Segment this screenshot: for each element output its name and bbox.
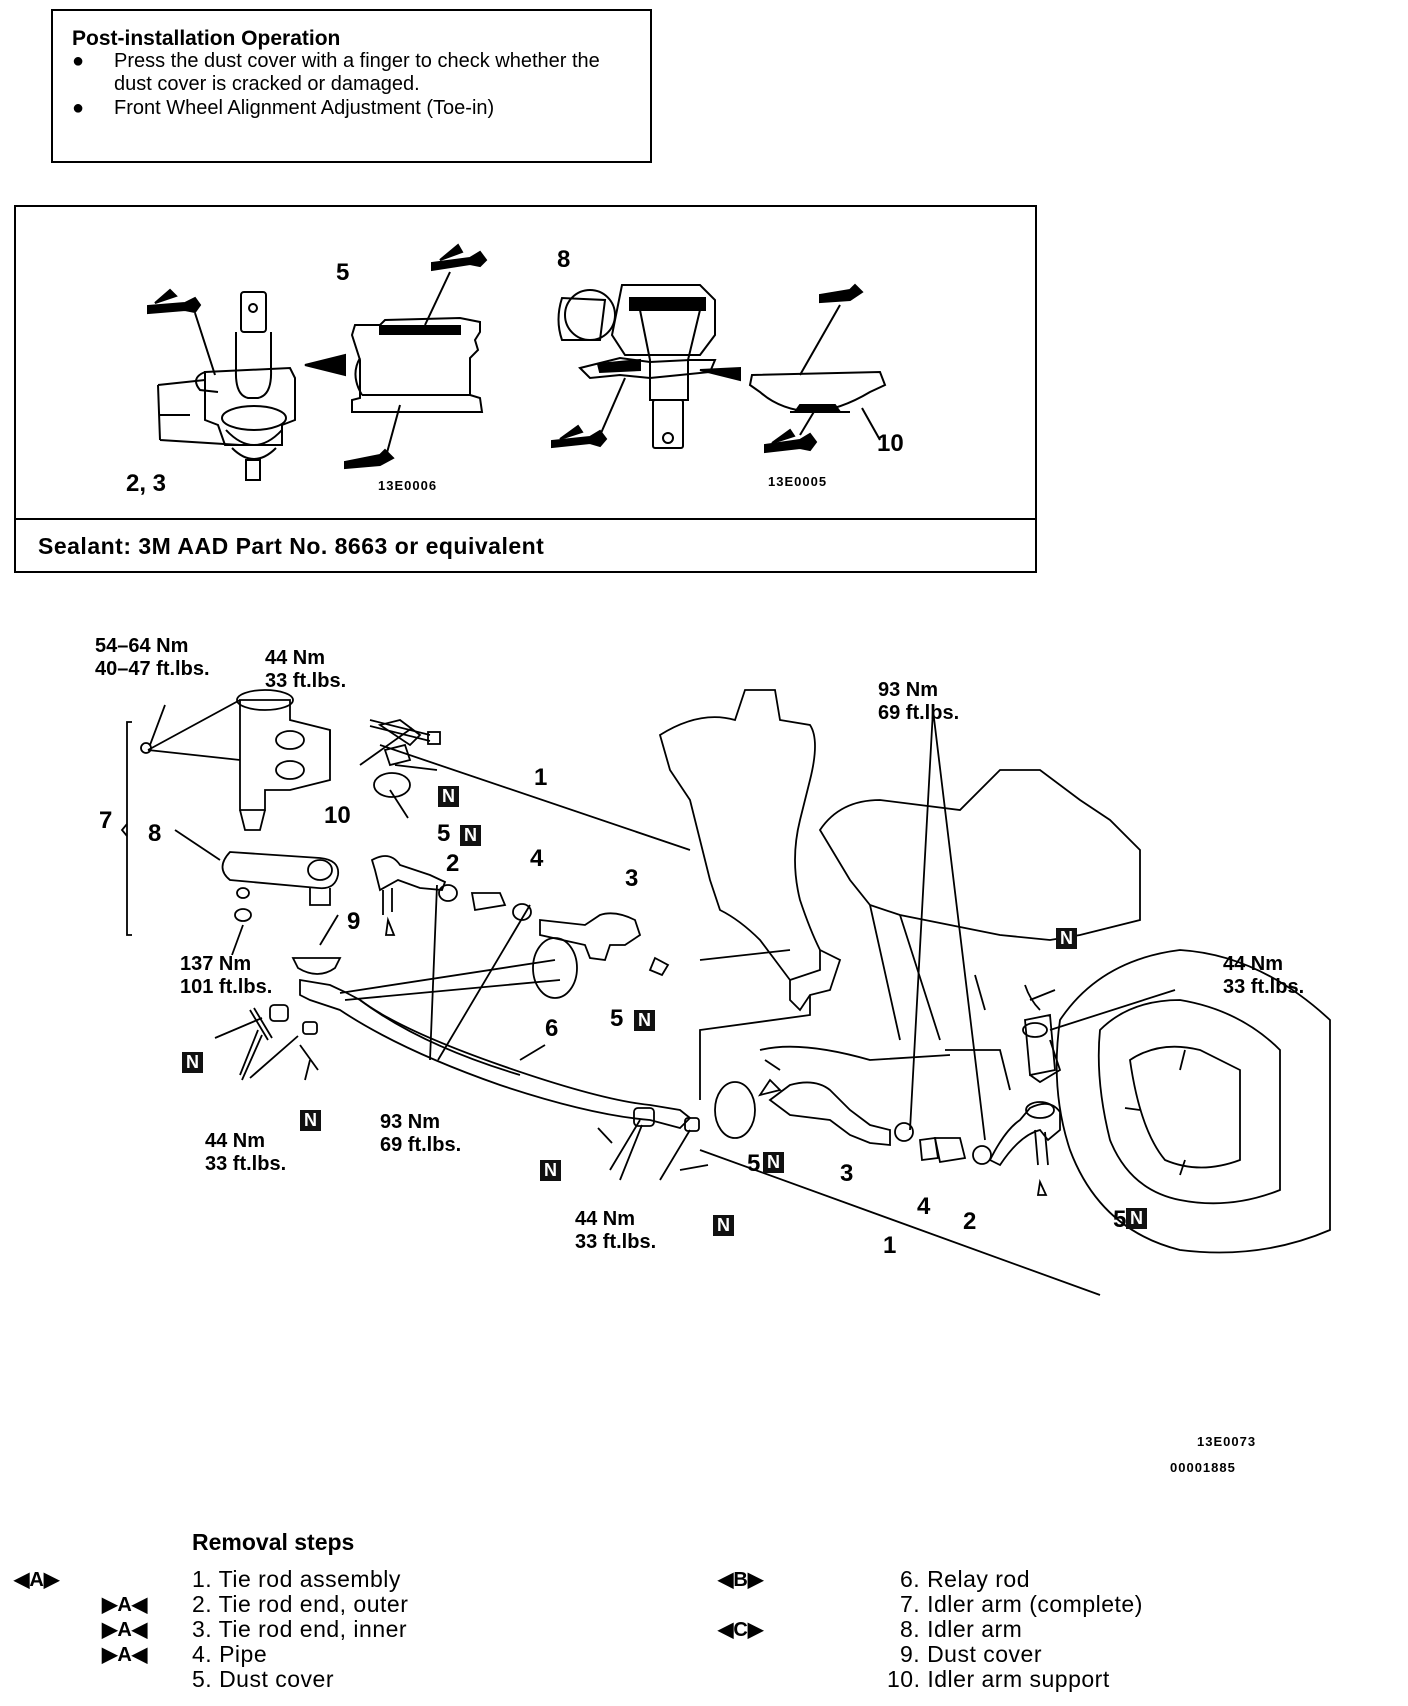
part-number-7: 7 (99, 807, 113, 834)
ball-joint-drawing (147, 288, 346, 481)
figure-code-right: 13E0005 (768, 474, 828, 489)
part-number-5-mid: 5 (610, 1005, 624, 1032)
removal-step-9: 9. Dust cover (900, 1641, 1042, 1667)
drawing-code-2: 00001885 (1170, 1460, 1236, 1475)
n-mark-icon: N (634, 1010, 655, 1031)
torque-label-93-right: 93 Nm 69 ft.lbs. (878, 679, 960, 724)
n-mark-icon: N (460, 825, 481, 846)
n-mark-icon: N (763, 1152, 784, 1173)
torque-label-93-mid: 93 Nm 69 ft.lbs. (380, 1111, 462, 1156)
post-installation-box: Post-installation Operation ● Press the … (51, 9, 652, 163)
part-number-1-upper: 1 (534, 764, 548, 791)
dust-cover-10-drawing (748, 283, 887, 454)
n-mark-icon: N (540, 1160, 561, 1181)
removal-step-10: 10. Idler arm support (887, 1666, 1110, 1692)
label-part-10: 10 (877, 430, 904, 457)
torque-label-44-top: 44 Nm 33 ft.lbs. (265, 647, 347, 692)
part-number-4-right: 4 (917, 1193, 931, 1220)
drawing-code-1: 13E0073 (1197, 1434, 1257, 1449)
n-mark-icon: N (182, 1052, 203, 1073)
n-mark-icon: N (438, 786, 459, 807)
marker-a-install: ▶A◀ (102, 1644, 148, 1666)
part-number-1-lower: 1 (883, 1232, 897, 1259)
torque-label-137: 137 Nm 101 ft.lbs. (180, 953, 273, 998)
part-number-10: 10 (324, 802, 351, 829)
marker-b-removal: ◀B▶ (718, 1569, 764, 1591)
part-number-8: 8 (148, 820, 162, 847)
steering-linkage-drawing (120, 689, 1331, 1296)
removal-step-8: 8. Idler arm (900, 1616, 1023, 1642)
sealant-figure-box: Sealant: 3M AAD Part No. 8663 or equival… (14, 205, 1037, 573)
part-number-5-top: 5 (437, 820, 451, 847)
sealant-divider (16, 518, 1035, 520)
removal-step-7: 7. Idler arm (complete) (900, 1591, 1143, 1617)
part-number-3-left: 3 (625, 865, 639, 892)
figure-code-left: 13E0006 (378, 478, 438, 493)
removal-step-2: 2. Tie rod end, outer (192, 1591, 409, 1617)
n-mark-icon: N (713, 1215, 734, 1236)
marker-a-removal: ◀A▶ (14, 1569, 60, 1591)
torque-label-44-left: 44 Nm 33 ft.lbs. (205, 1130, 287, 1175)
part-number-4-left: 4 (530, 845, 544, 872)
part-number-2-left: 2 (446, 850, 460, 877)
bullet-dot-icon: ● (72, 97, 85, 119)
marker-a-install: ▶A◀ (102, 1594, 148, 1616)
part-number-3-right: 3 (840, 1160, 854, 1187)
label-parts-2-3: 2, 3 (126, 470, 167, 497)
part-number-5-right: 5 (1113, 1206, 1127, 1233)
post-installation-title: Post-installation Operation (72, 27, 341, 50)
part-number-6: 6 (545, 1015, 559, 1042)
torque-label-54-64: 54–64 Nm 40–47 ft.lbs. (95, 635, 210, 680)
removal-step-3: 3. Tie rod end, inner (192, 1616, 408, 1642)
part-number-2-right: 2 (963, 1208, 977, 1235)
idler-arm-drawing (551, 284, 741, 449)
dust-cover-5-drawing (344, 243, 488, 470)
torque-label-44-bottom: 44 Nm 33 ft.lbs. (575, 1208, 657, 1253)
label-part-8: 8 (557, 246, 571, 273)
part-number-5-center: 5 (747, 1150, 761, 1177)
torque-label-44-right: 44 Nm 33 ft.lbs. (1223, 953, 1305, 998)
removal-step-6: 6. Relay rod (900, 1566, 1031, 1592)
n-mark-icon: N (1126, 1208, 1147, 1229)
bullet-dot-icon: ● (72, 50, 85, 72)
n-mark-icon: N (1056, 928, 1077, 949)
marker-c-removal: ◀C▶ (718, 1619, 764, 1641)
marker-a-install: ▶A◀ (102, 1619, 148, 1641)
removal-step-5: 5. Dust cover (192, 1666, 334, 1692)
removal-steps-title: Removal steps (192, 1529, 355, 1555)
removal-step-1: 1. Tie rod assembly (192, 1566, 401, 1592)
part-number-9: 9 (347, 908, 361, 935)
label-part-5: 5 (336, 259, 350, 286)
removal-step-4: 4. Pipe (192, 1641, 268, 1667)
n-mark-icon: N (300, 1110, 321, 1131)
sealant-note: Sealant: 3M AAD Part No. 8663 or equival… (38, 533, 545, 559)
